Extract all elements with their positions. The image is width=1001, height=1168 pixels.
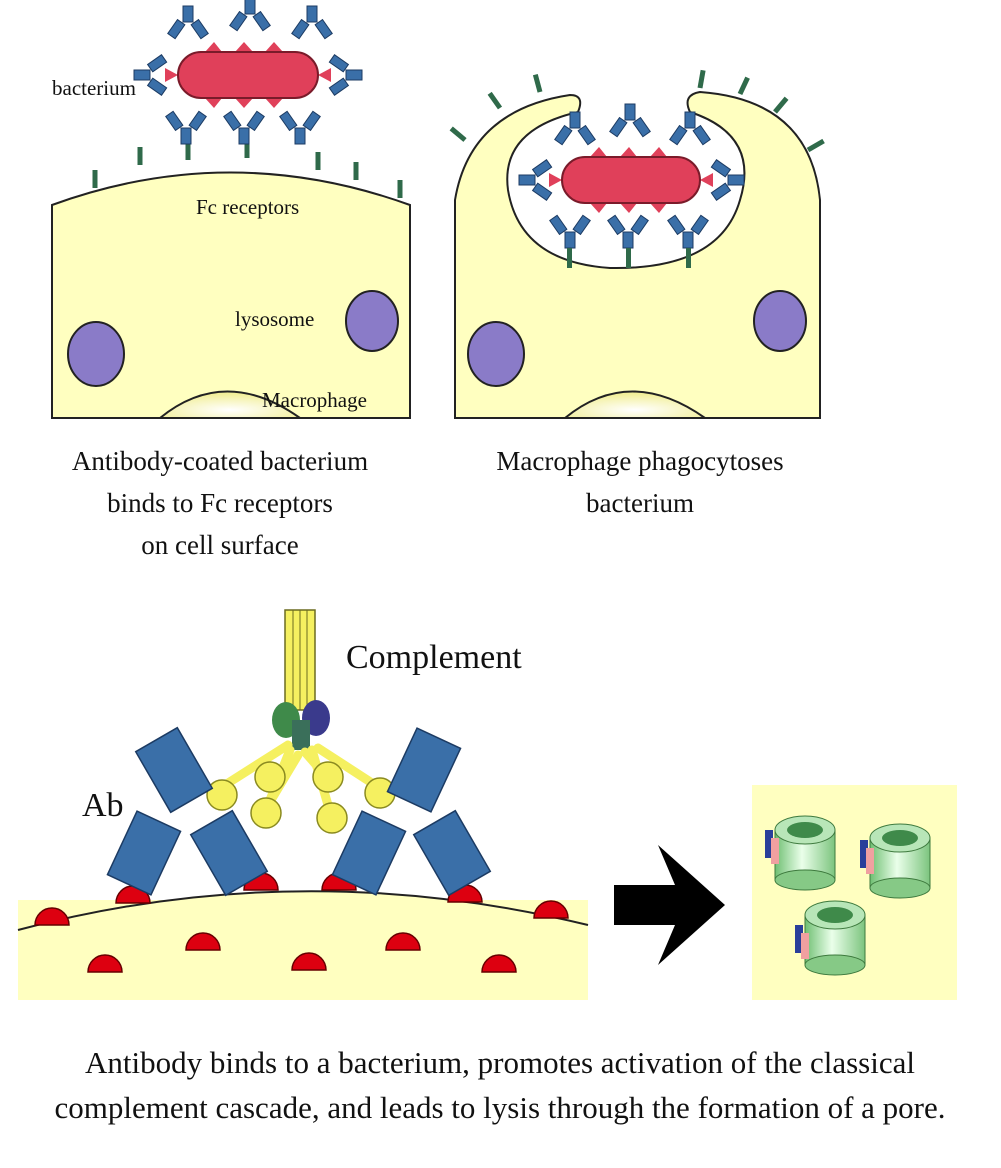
label-ab: Ab bbox=[82, 787, 124, 824]
label-complement: Complement bbox=[346, 639, 522, 676]
membrane-pores bbox=[765, 815, 931, 976]
caption-panel1-line3: on cell surface bbox=[141, 530, 298, 560]
caption-bottom-line1: Antibody binds to a bacterium, promotes … bbox=[85, 1045, 915, 1080]
bacterium-surface bbox=[18, 891, 588, 1000]
engulfed-bacterium bbox=[549, 147, 713, 213]
label-macrophage: Macrophage bbox=[262, 388, 367, 412]
caption-bottom-line2: complement cascade, and leads to lysis t… bbox=[55, 1090, 946, 1125]
surface-antigens bbox=[34, 872, 569, 973]
label-fc-receptors: Fc receptors bbox=[196, 195, 299, 219]
panel-antibody-coated-bacterium: bacterium Fc receptors lysosome Macropha… bbox=[51, 0, 411, 560]
receptors-bound-in-vacuole bbox=[567, 248, 691, 268]
nucleus-2 bbox=[562, 390, 709, 419]
lysosome-left bbox=[67, 321, 125, 387]
caption-panel2-line1: Macrophage phagocytoses bbox=[496, 446, 783, 476]
antibodies-large bbox=[106, 726, 492, 897]
caption-panel2-line2: bacterium bbox=[586, 488, 694, 518]
arrow-icon bbox=[614, 845, 725, 965]
pore-1 bbox=[765, 815, 836, 891]
panel-complement-activation: Complement Ab bbox=[17, 609, 957, 1000]
nucleus bbox=[157, 390, 304, 419]
label-bacterium: bacterium bbox=[52, 76, 136, 100]
macrophage-cell-body bbox=[51, 171, 411, 419]
lysosome-left-2 bbox=[467, 321, 525, 387]
caption-panel1-line1: Antibody-coated bacterium bbox=[72, 446, 368, 476]
macrophage-engulfing bbox=[454, 90, 821, 419]
caption-panel1-line2: binds to Fc receptors bbox=[107, 488, 333, 518]
lysosome-right-2 bbox=[753, 290, 807, 352]
label-lysosome: lysosome bbox=[235, 307, 314, 331]
panel-phagocytosis: Macrophage phagocytoses bacterium bbox=[449, 69, 825, 518]
pore-3 bbox=[795, 900, 866, 976]
complement-c1q bbox=[206, 609, 396, 834]
pore-2 bbox=[860, 823, 931, 899]
lysosome-right bbox=[345, 290, 399, 352]
bacterium bbox=[165, 42, 331, 108]
